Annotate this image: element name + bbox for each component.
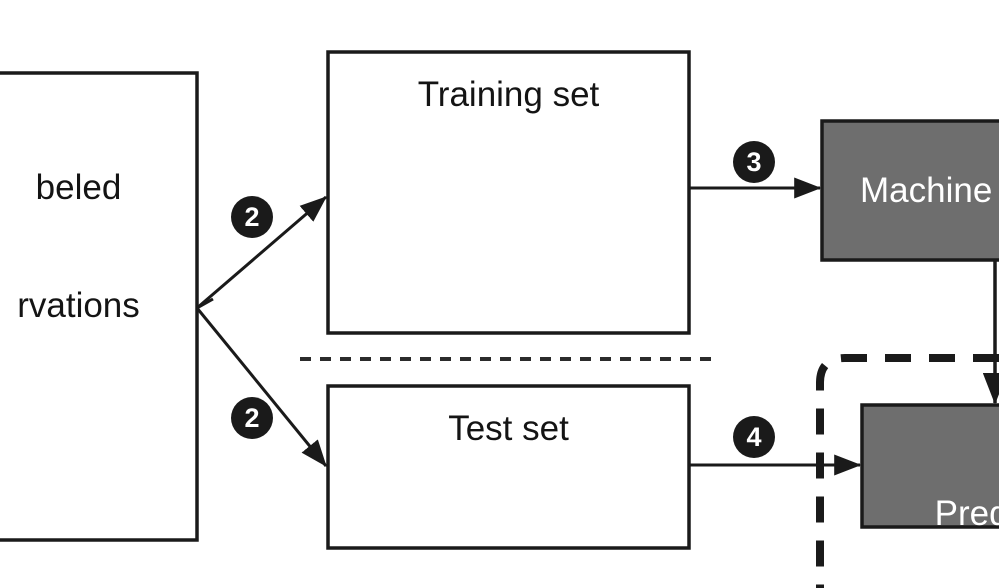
prediction-model-box — [860, 403, 999, 529]
prediction-model-label-line-1: Predi — [934, 494, 999, 534]
step-2-training-badge-circle — [231, 196, 273, 238]
evaluation-group-dashed-region — [816, 354, 999, 588]
labeled-observations-label-line-1: beled — [35, 168, 122, 208]
test-set-label: Test set — [448, 409, 569, 448]
machine-learning-algorithm-box — [820, 119, 999, 262]
labeled-observations-label-line-2: rvations — [17, 285, 140, 325]
training-set-label: Training set — [417, 75, 600, 114]
step-4-badge-circle — [733, 416, 775, 458]
training-set-box — [326, 50, 691, 335]
split-to-training-arrow — [196, 195, 327, 310]
split-to-test-arrow — [195, 307, 328, 467]
machine-learning-algorithm-label: Machine — [860, 171, 993, 210]
step-2-test-badge-circle — [231, 397, 273, 439]
prediction-model-label: Predi mo — [862, 416, 999, 588]
labeled-observations-box — [0, 71, 199, 542]
labeled-observations-label: beled rvations — [0, 90, 197, 404]
test-set-box — [326, 384, 691, 550]
step-3-badge-circle — [733, 141, 775, 183]
